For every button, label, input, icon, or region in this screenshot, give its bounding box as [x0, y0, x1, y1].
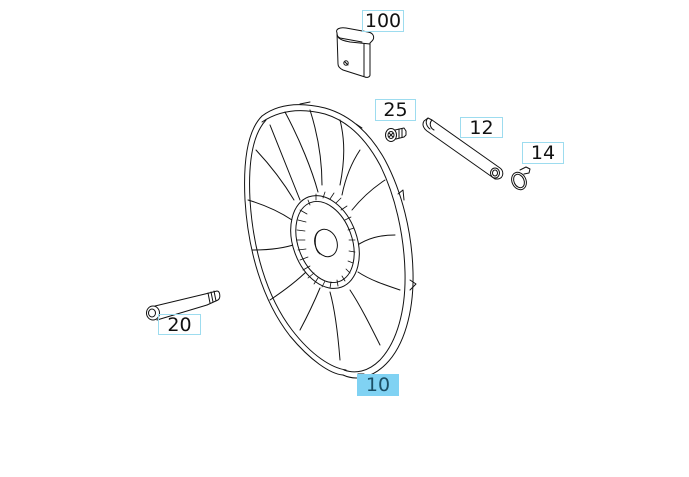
callout-100[interactable]: 100 [362, 10, 404, 32]
callout-10-selected[interactable]: 10 [357, 374, 399, 396]
callout-25[interactable]: 25 [375, 99, 416, 121]
callout-14[interactable]: 14 [522, 142, 564, 164]
flange-bolt-part-25[interactable] [385, 127, 407, 142]
callout-20[interactable]: 20 [158, 314, 201, 335]
hose-clamp-part-14[interactable] [509, 166, 531, 192]
long-bolt-part-20[interactable] [146, 290, 221, 321]
callout-12[interactable]: 12 [460, 117, 503, 138]
cap-part-100[interactable] [336, 27, 375, 78]
tube-part-12[interactable] [422, 117, 504, 180]
fan-part-10[interactable] [244, 101, 417, 379]
